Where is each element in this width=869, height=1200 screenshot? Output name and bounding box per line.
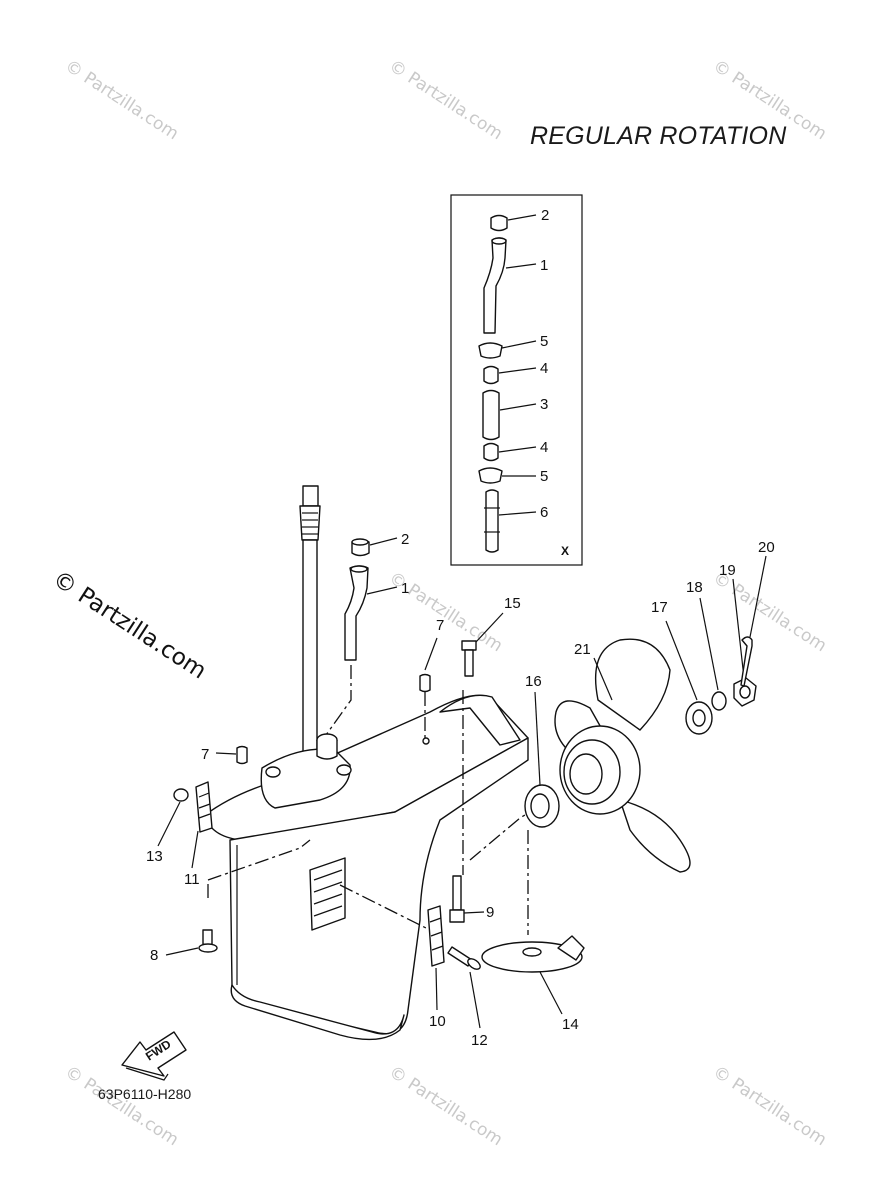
washer-17 — [665, 620, 713, 735]
cotter-pin-20 — [740, 555, 767, 687]
trim-tab-14 — [481, 935, 585, 1015]
callout-15: 15 — [504, 595, 521, 612]
water-tube-main — [325, 537, 398, 736]
callout-10: 10 — [429, 1013, 446, 1030]
clip-11-nut-13 — [157, 781, 213, 869]
diagram-title: REGULAR ROTATION — [530, 122, 787, 150]
diagram-code: 63P6110-H280 — [98, 1086, 192, 1102]
callout-8: 8 — [150, 947, 158, 964]
callout-4: 4 — [540, 360, 548, 377]
callout-6: 6 — [540, 504, 548, 521]
callout-3: 3 — [540, 396, 548, 413]
washer-18 — [699, 597, 727, 711]
inset-parts — [478, 214, 508, 553]
fwd-arrow-icon — [121, 1031, 187, 1081]
callout-21: 21 — [574, 641, 591, 658]
callout-4: 4 — [540, 439, 548, 456]
callout-17: 17 — [651, 599, 668, 616]
inset-leaders — [498, 214, 537, 516]
thrust-spacer-16 — [524, 691, 560, 828]
screw-12 — [447, 946, 481, 1029]
callout-1: 1 — [540, 257, 548, 274]
drive-shaft — [299, 485, 321, 756]
callout-12: 12 — [471, 1032, 488, 1049]
bolt-9 — [449, 875, 485, 923]
callout-1: 1 — [401, 580, 409, 597]
screw-8 — [165, 929, 218, 956]
bolt-15 — [461, 612, 504, 677]
callout-20: 20 — [758, 539, 775, 556]
callout-7: 7 — [436, 617, 444, 634]
callout-19: 19 — [719, 562, 736, 579]
lower-unit-housing — [204, 694, 529, 1041]
clip-10 — [427, 905, 445, 1011]
callout-16: 16 — [525, 673, 542, 690]
callout-14: 14 — [562, 1016, 579, 1033]
inset-label: X — [561, 544, 569, 558]
callout-11: 11 — [184, 871, 200, 888]
callout-2: 2 — [541, 207, 549, 224]
callout-2: 2 — [401, 531, 409, 548]
callout-5: 5 — [540, 468, 548, 485]
callout-13: 13 — [146, 848, 163, 865]
callout-9: 9 — [486, 904, 494, 921]
callout-7: 7 — [201, 746, 209, 763]
callout-18: 18 — [686, 579, 703, 596]
propeller-21 — [554, 638, 691, 873]
callout-5: 5 — [540, 333, 548, 350]
dowel-pin-7 — [215, 637, 438, 765]
inset-box — [450, 194, 583, 566]
assembly-lines — [207, 690, 529, 935]
